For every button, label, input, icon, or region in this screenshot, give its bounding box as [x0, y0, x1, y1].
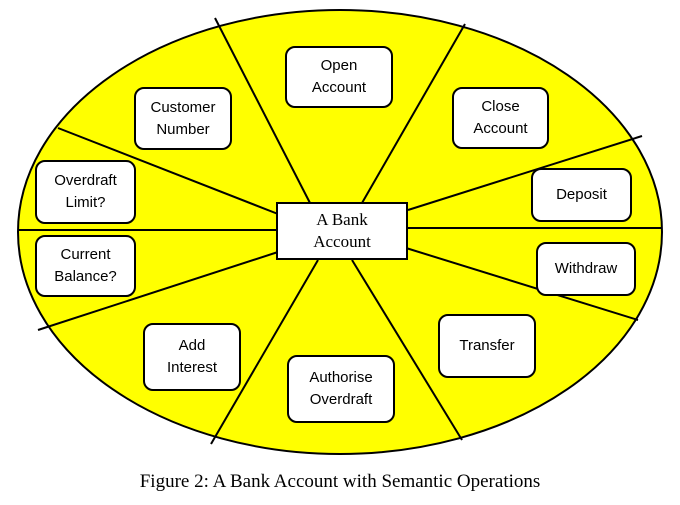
transfer-box: Transfer	[438, 314, 536, 378]
figure-caption: Figure 2: A Bank Account with Semantic O…	[139, 471, 541, 492]
deposit-box: Deposit	[531, 168, 632, 222]
divider-line	[407, 135, 643, 211]
current-balance-box: Current Balance?	[35, 235, 136, 297]
customer-number-box: Customer Number	[134, 87, 232, 150]
overdraft-limit-box: Overdraft Limit?	[35, 160, 136, 224]
withdraw-box: Withdraw	[536, 242, 636, 296]
divider-line	[361, 23, 466, 204]
divider-line	[214, 17, 311, 204]
authorise-overdraft-box: Authorise Overdraft	[287, 355, 395, 423]
divider-line	[351, 259, 463, 441]
divider-line	[57, 127, 279, 215]
bank-account-diagram: Open Account Close Account Deposit Withd…	[17, 9, 663, 455]
divider-line	[210, 259, 319, 445]
open-account-box: Open Account	[285, 46, 393, 108]
divider-line	[405, 247, 639, 321]
divider-line	[37, 251, 279, 331]
close-account-box: Close Account	[452, 87, 549, 149]
center-box: A Bank Account	[276, 202, 408, 260]
add-interest-box: Add Interest	[143, 323, 241, 391]
